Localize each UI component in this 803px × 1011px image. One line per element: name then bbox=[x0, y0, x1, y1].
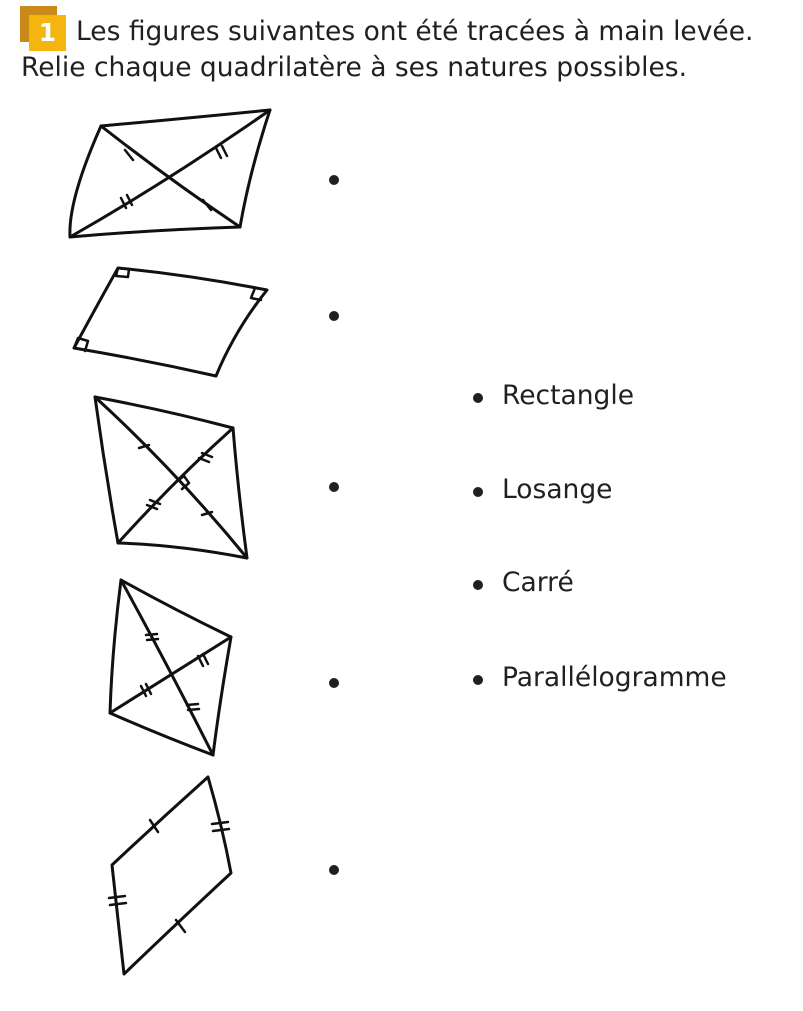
figure-2-right-angles bbox=[72, 266, 269, 378]
figure-3-connection-dot[interactable] bbox=[329, 482, 339, 492]
figure-5-parallelogram-sides bbox=[107, 775, 233, 976]
option-carre: Carré bbox=[502, 567, 574, 598]
instruction-line-1: Les figures suivantes ont été tracées à … bbox=[76, 16, 754, 47]
figure-1-connection-dot[interactable] bbox=[329, 175, 339, 185]
figure-1-parallelogram-diagonals bbox=[68, 108, 272, 239]
option-carre-dot[interactable] bbox=[473, 580, 483, 590]
figure-2-connection-dot[interactable] bbox=[329, 311, 339, 321]
option-losange: Losange bbox=[502, 474, 613, 505]
figure-3-square-diagonals bbox=[93, 395, 249, 560]
option-parallelogramme-dot[interactable] bbox=[473, 675, 483, 685]
figure-4-rhombus-diagonals bbox=[108, 578, 233, 757]
figure-5-connection-dot[interactable] bbox=[329, 865, 339, 875]
option-parallelogramme: Parallélogramme bbox=[502, 662, 727, 693]
option-losange-dot[interactable] bbox=[473, 487, 483, 497]
exercise-number-badge: 1 bbox=[29, 15, 66, 51]
option-rectangle-dot[interactable] bbox=[473, 393, 483, 403]
instruction-line-2: Relie chaque quadrilatère à ses natures … bbox=[21, 52, 687, 83]
option-rectangle: Rectangle bbox=[502, 380, 635, 411]
figure-4-connection-dot[interactable] bbox=[329, 678, 339, 688]
